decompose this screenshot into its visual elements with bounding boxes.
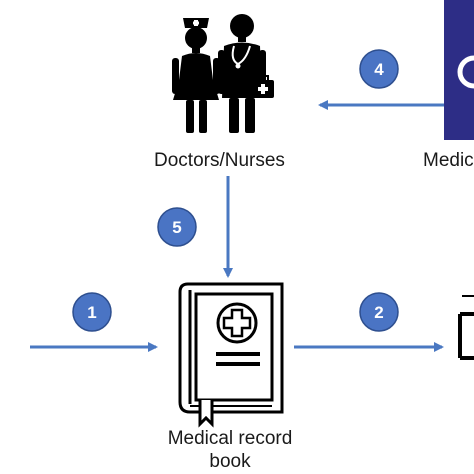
- medical-record-book-label: Medical record book: [140, 428, 320, 473]
- medical-partial-panel-glyph: [457, 55, 474, 89]
- medical-record-book-label-line2: book: [209, 451, 251, 472]
- svg-text:2: 2: [374, 303, 383, 322]
- svg-text:4: 4: [374, 60, 384, 79]
- step-5-circle: 5: [157, 207, 197, 247]
- doctors-nurses-label: Doctors/Nurses: [154, 150, 285, 171]
- svg-text:1: 1: [87, 303, 96, 322]
- nurse-icon: [172, 18, 220, 133]
- right-partial-node: [458, 295, 474, 360]
- doctor-icon: [218, 14, 274, 133]
- svg-text:5: 5: [172, 218, 181, 237]
- step-2-circle: 2: [359, 292, 399, 332]
- medical-record-book-label-line1: Medical record: [167, 428, 293, 449]
- step-4-circle: 4: [359, 49, 399, 89]
- step-1-circle: 1: [72, 292, 112, 332]
- medical-record-book-icon: [178, 282, 284, 428]
- medical-partial-label: Medic: [423, 150, 474, 171]
